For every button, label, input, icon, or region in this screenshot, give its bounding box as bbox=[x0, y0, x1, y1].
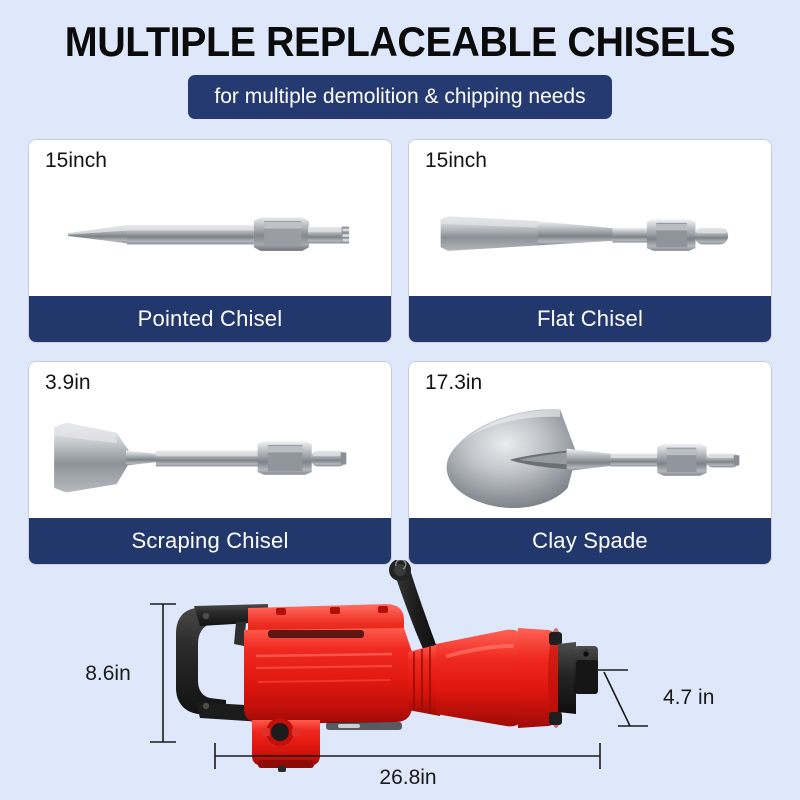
dimension-height bbox=[150, 603, 176, 743]
card-size-label: 15inch bbox=[425, 149, 487, 172]
dimension-height-label: 8.6in bbox=[85, 662, 131, 685]
dimension-length-label: 26.8in bbox=[379, 766, 436, 789]
page-title: MULTIPLE REPLACEABLE CHISELS bbox=[64, 18, 736, 65]
card-body: 17.3in bbox=[409, 362, 771, 518]
chisel-card-clay-spade[interactable]: 17.3in bbox=[408, 361, 772, 565]
pointed-chisel-image bbox=[29, 180, 391, 292]
dimension-length bbox=[214, 743, 601, 769]
card-label: Scraping Chisel bbox=[29, 518, 391, 564]
card-label: Clay Spade bbox=[409, 518, 771, 564]
card-size-label: 15inch bbox=[45, 149, 107, 172]
flat-chisel-image bbox=[409, 180, 771, 292]
card-body: 15inch bbox=[409, 140, 771, 296]
chisel-card-pointed[interactable]: 15inch bbox=[28, 139, 392, 343]
subtitle-badge: for multiple demolition & chipping needs bbox=[188, 75, 612, 120]
scraping-chisel-image bbox=[29, 402, 391, 514]
clay-spade-image bbox=[409, 402, 771, 514]
card-label: Pointed Chisel bbox=[29, 296, 391, 342]
card-size-label: 17.3in bbox=[425, 371, 483, 394]
dimension-depth-label: 4.7 in bbox=[663, 686, 714, 709]
chisel-card-grid: 15inch bbox=[28, 139, 772, 565]
card-label: Flat Chisel bbox=[409, 296, 771, 342]
chisel-card-scraping[interactable]: 3.9in bbox=[28, 361, 392, 565]
card-size-label: 3.9in bbox=[45, 371, 91, 394]
card-body: 3.9in bbox=[29, 362, 391, 518]
card-body: 15inch bbox=[29, 140, 391, 296]
demolition-hammer-illustration bbox=[176, 560, 598, 772]
hammer-dimension-diagram: 8.6in bbox=[0, 560, 800, 800]
chisel-card-flat[interactable]: 15inch bbox=[408, 139, 772, 343]
dimension-depth bbox=[597, 669, 648, 727]
header: MULTIPLE REPLACEABLE CHISELS for multipl… bbox=[0, 0, 800, 120]
